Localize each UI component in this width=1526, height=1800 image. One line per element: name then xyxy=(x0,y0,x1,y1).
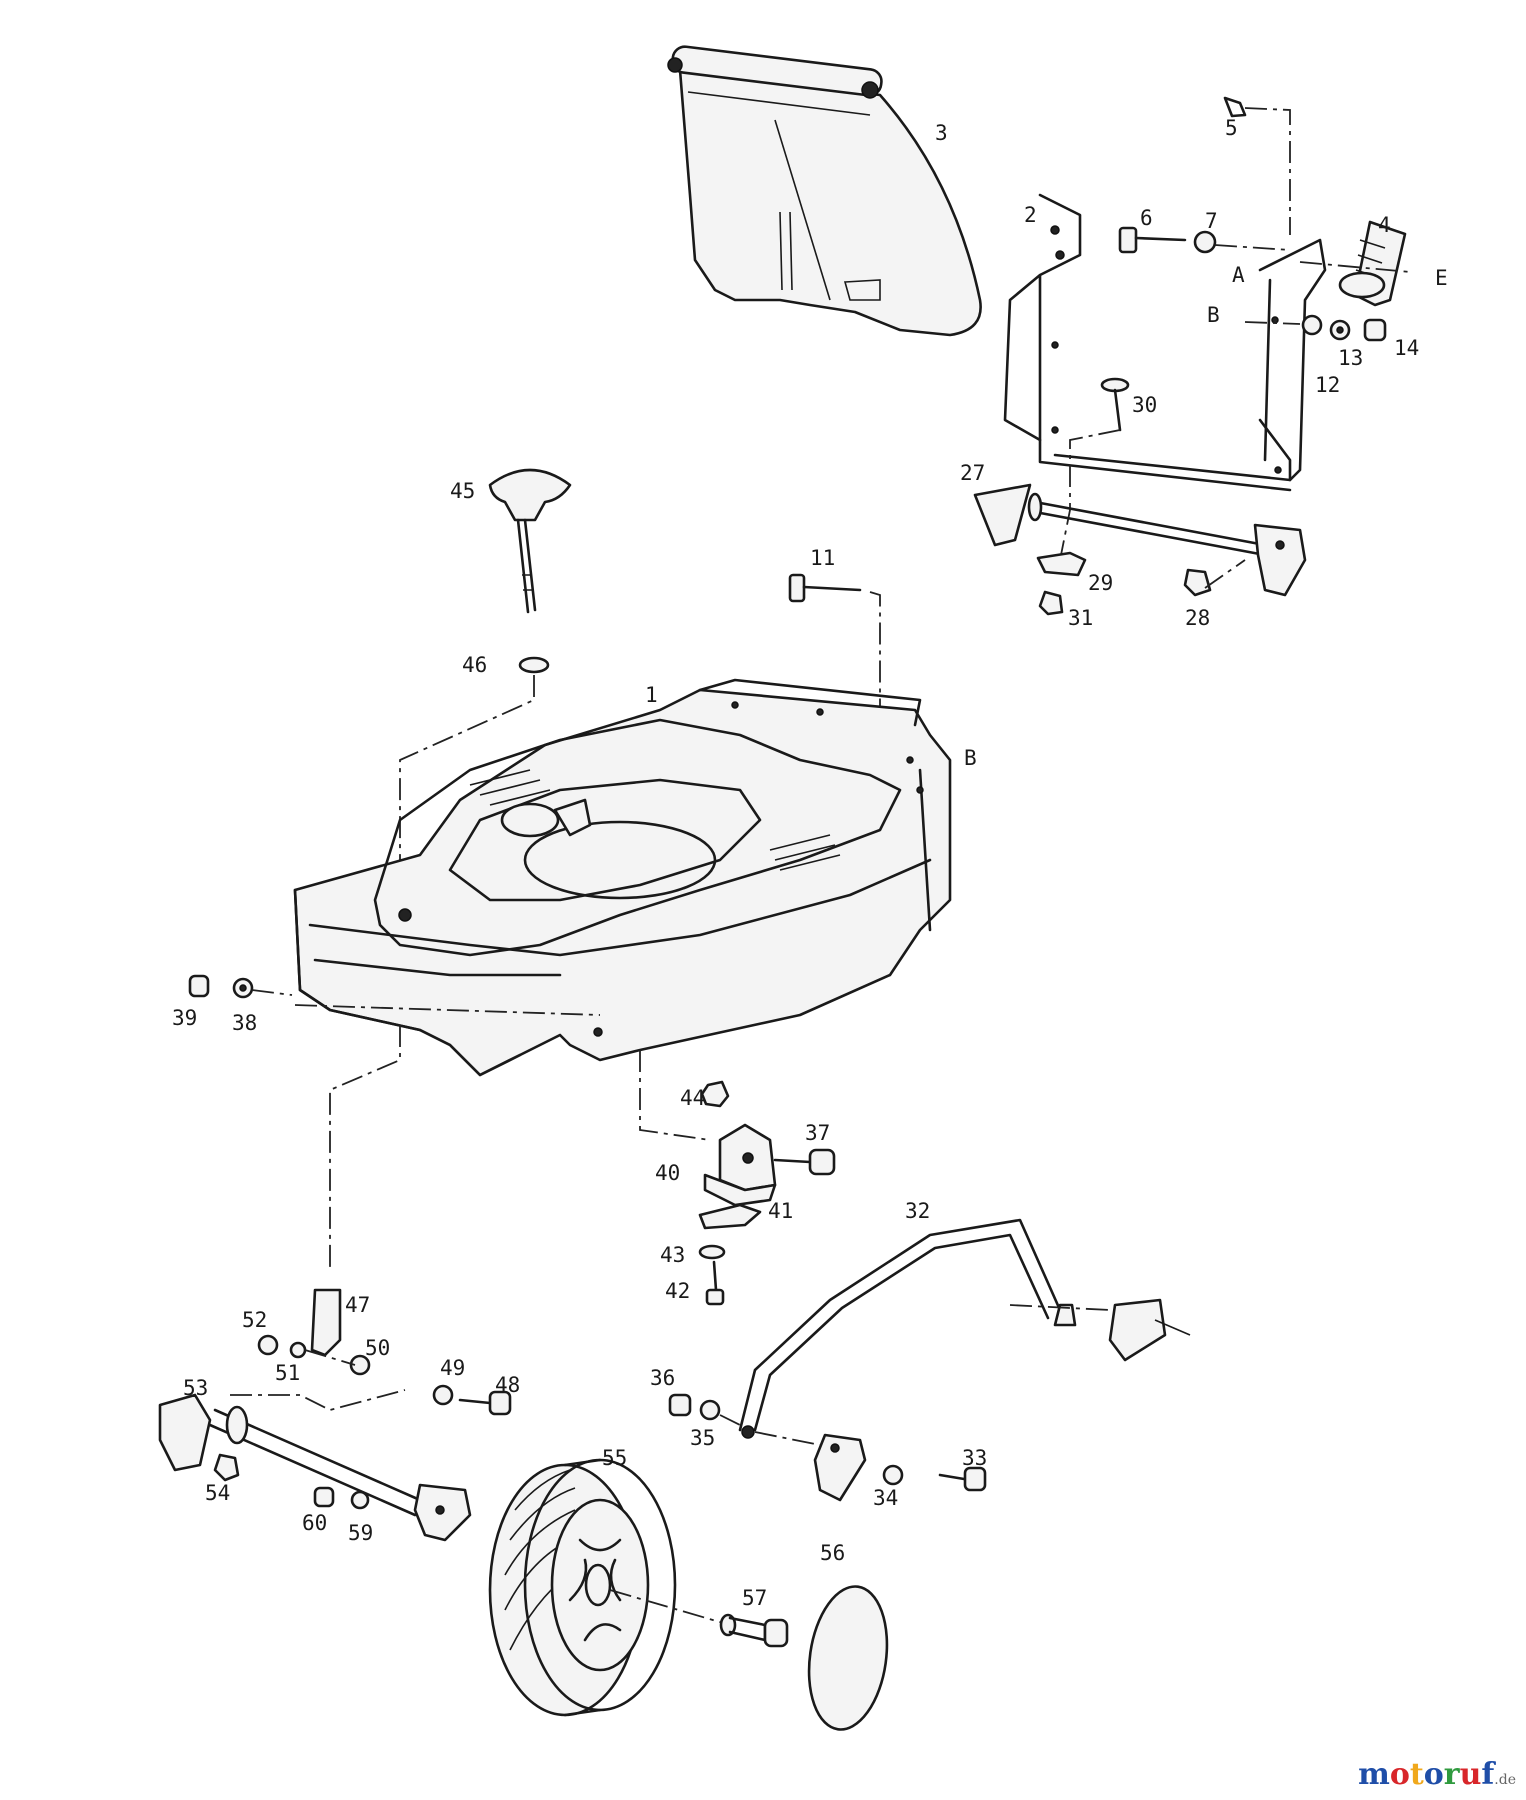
watermark-letter: r xyxy=(1443,1757,1460,1792)
label-part-31: 31 xyxy=(1068,606,1093,630)
label-part-39: 39 xyxy=(172,1006,197,1030)
clip-29 xyxy=(1036,551,1087,577)
label-mark-b-lower: B xyxy=(964,746,977,770)
label-part-51: 51 xyxy=(275,1361,300,1385)
nut-39-washer-38 xyxy=(188,974,293,999)
watermark-letter: o xyxy=(1423,1757,1444,1792)
screw-42 xyxy=(705,1260,725,1306)
watermark-text: motoruf xyxy=(1358,1757,1494,1792)
label-part-4: 4 xyxy=(1378,213,1391,237)
front-axle-53 xyxy=(158,1389,472,1542)
height-adjust-knob-45 xyxy=(488,468,572,614)
watermark-letter: u xyxy=(1459,1757,1482,1792)
screw-33-washer-34 xyxy=(882,1464,987,1492)
label-part-7: 7 xyxy=(1205,209,1218,233)
label-mark-e: E xyxy=(1435,266,1448,290)
label-part-38: 38 xyxy=(232,1011,257,1035)
watermark-letter: m xyxy=(1358,1757,1390,1792)
label-mark-b-upper: B xyxy=(1207,303,1220,327)
washer-43 xyxy=(698,1244,726,1260)
label-part-2: 2 xyxy=(1024,203,1037,227)
watermark-letter: f xyxy=(1481,1757,1495,1792)
wheel-55 xyxy=(488,1458,731,1717)
label-part-54: 54 xyxy=(205,1481,230,1505)
label-part-46: 46 xyxy=(462,653,487,677)
rear-axle-bar-32 xyxy=(738,1218,1191,1502)
label-part-37: 37 xyxy=(805,1121,830,1145)
nut-36-washer-35 xyxy=(668,1393,741,1426)
mower-housing xyxy=(293,678,952,1270)
label-part-13: 13 xyxy=(1338,346,1363,370)
grass-catcher-flap xyxy=(667,45,982,337)
label-part-41: 41 xyxy=(768,1199,793,1223)
label-part-60: 60 xyxy=(302,1511,327,1535)
part-labels: 3 5 2 6 7 4 A E B 14 13 12 30 27 45 11 2… xyxy=(172,116,1448,1610)
rear-bracket-40 xyxy=(703,1123,777,1207)
label-part-27: 27 xyxy=(960,461,985,485)
washers-12-13-14 xyxy=(1244,314,1387,342)
label-part-6: 6 xyxy=(1140,206,1153,230)
top-screw-5 xyxy=(1223,96,1291,235)
bolt-6 xyxy=(1118,226,1187,254)
nut-31 xyxy=(1038,590,1064,616)
nut-28 xyxy=(1183,559,1246,597)
nut-44 xyxy=(700,1080,730,1108)
watermark-letter: o xyxy=(1389,1757,1410,1792)
bolt-37 xyxy=(773,1148,836,1176)
watermark-suffix: .de xyxy=(1494,1772,1516,1788)
washer-46 xyxy=(399,656,550,860)
watermark-letter: t xyxy=(1409,1757,1424,1792)
label-part-43: 43 xyxy=(660,1243,685,1267)
label-part-42: 42 xyxy=(665,1279,690,1303)
handle-bracket-frame xyxy=(1003,193,1327,492)
label-part-30: 30 xyxy=(1132,393,1157,417)
label-part-29: 29 xyxy=(1088,571,1113,595)
screw-48-washer-49 xyxy=(432,1384,512,1416)
screw-30 xyxy=(1059,377,1130,561)
label-part-59: 59 xyxy=(348,1521,373,1545)
label-part-36: 36 xyxy=(650,1366,675,1390)
adjuster-lever-4 xyxy=(1299,220,1411,307)
hub-cap-56 xyxy=(807,1585,889,1731)
label-part-28: 28 xyxy=(1185,606,1210,630)
nut-60-washer-59 xyxy=(313,1486,370,1510)
label-part-55: 55 xyxy=(602,1446,627,1470)
clip-47-parts-50-52 xyxy=(257,1288,371,1376)
label-part-35: 35 xyxy=(690,1426,715,1450)
label-part-5: 5 xyxy=(1225,116,1238,140)
label-part-53: 53 xyxy=(183,1376,208,1400)
rear-axle-27 xyxy=(973,483,1307,597)
label-part-3: 3 xyxy=(935,121,948,145)
label-part-14: 14 xyxy=(1394,336,1419,360)
bolt-11 xyxy=(788,573,881,745)
watermark-logo: motoruf.de xyxy=(1358,1757,1516,1792)
nut-54 xyxy=(213,1453,240,1482)
nut-7 xyxy=(1193,230,1291,254)
clip-41 xyxy=(698,1203,762,1230)
label-part-52: 52 xyxy=(242,1308,267,1332)
wheel-screw-57 xyxy=(719,1613,789,1648)
label-part-1: 1 xyxy=(645,683,658,707)
label-part-34: 34 xyxy=(873,1486,898,1510)
label-part-33: 33 xyxy=(962,1446,987,1470)
label-part-40: 40 xyxy=(655,1161,680,1185)
label-part-56: 56 xyxy=(820,1541,845,1565)
label-part-45: 45 xyxy=(450,479,475,503)
label-part-50: 50 xyxy=(365,1336,390,1360)
label-part-47: 47 xyxy=(345,1293,370,1317)
label-part-11: 11 xyxy=(810,546,835,570)
label-part-32: 32 xyxy=(905,1199,930,1223)
label-part-48: 48 xyxy=(495,1373,520,1397)
label-part-57: 57 xyxy=(742,1586,767,1610)
label-part-12: 12 xyxy=(1315,373,1340,397)
label-mark-a: A xyxy=(1232,263,1245,287)
label-part-44: 44 xyxy=(680,1086,705,1110)
label-part-49: 49 xyxy=(440,1356,465,1380)
